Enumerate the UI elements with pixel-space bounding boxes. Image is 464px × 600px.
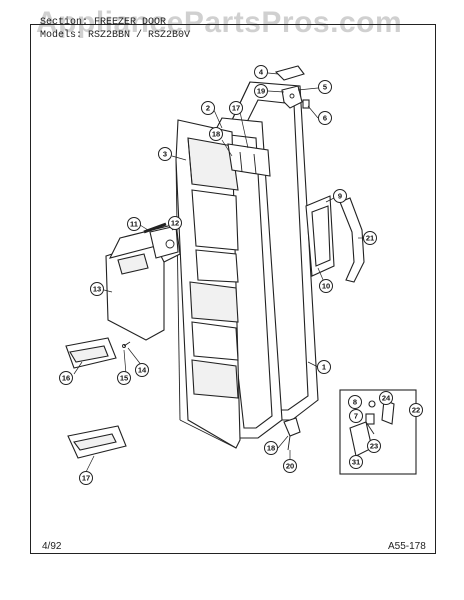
callout-21: 19: [254, 84, 268, 98]
svg-text:5: 5: [323, 83, 327, 92]
svg-text:3: 3: [163, 150, 167, 159]
svg-text:15: 15: [120, 374, 128, 383]
svg-text:22: 22: [412, 406, 420, 415]
svg-text:13: 13: [93, 285, 101, 294]
svg-text:8: 8: [353, 398, 357, 407]
svg-text:18: 18: [212, 130, 220, 139]
watermark: AppliancePartsPros.com: [36, 6, 403, 39]
callout-17-lower: 17: [79, 471, 93, 485]
callout-6: 6: [318, 111, 332, 125]
handle-trim-plate: [305, 195, 335, 277]
door-handle: [339, 197, 365, 283]
mounting-screw: [122, 341, 131, 348]
dispenser-rod: [143, 222, 167, 234]
svg-text:7: 7: [354, 412, 358, 421]
door-panel: [175, 119, 241, 449]
callout-14: 14: [135, 363, 149, 377]
callout-10: 10: [319, 279, 333, 293]
callout-12: 12: [168, 216, 182, 230]
hinge-plate: [281, 85, 303, 109]
callout-13: 13: [90, 282, 104, 296]
callout-9: 9: [333, 189, 347, 203]
callout-8: 8: [348, 395, 362, 409]
diagram-code: A55-178: [388, 541, 426, 552]
callout-31: 31: [349, 455, 363, 469]
svg-text:24: 24: [382, 394, 391, 403]
callout-17-upper: 17: [229, 101, 243, 115]
callout-15: 15: [117, 371, 131, 385]
svg-text:6: 6: [323, 114, 327, 123]
callout-22: 22: [409, 403, 423, 417]
lower-door-bin: [67, 425, 127, 459]
callout-2: 2: [201, 101, 215, 115]
callout-11: 11: [127, 217, 141, 231]
callout-7: 7: [349, 409, 363, 423]
door-bin: [65, 337, 117, 369]
diagram-frame: [30, 24, 436, 554]
callout-4: 4: [254, 65, 268, 79]
svg-text:16: 16: [62, 374, 70, 383]
svg-text:11: 11: [130, 220, 138, 229]
callout-18-lower: 18: [264, 441, 278, 455]
svg-text:1: 1: [322, 363, 326, 372]
svg-text:4: 4: [259, 68, 264, 77]
models-label: Models: RSZ2BBN / RSZ2B0V: [40, 30, 191, 41]
svg-text:2: 2: [206, 104, 210, 113]
svg-text:18: 18: [267, 444, 275, 453]
svg-text:19: 19: [257, 87, 265, 96]
dispenser-actuator: [149, 225, 179, 259]
callout-24: 24: [379, 391, 393, 405]
callout-20: 21: [363, 231, 377, 245]
svg-text:20: 20: [286, 462, 294, 471]
leader-lines: [73, 72, 364, 473]
section-label: Section: FREEZER DOOR: [40, 17, 167, 28]
callout-5: 5: [318, 80, 332, 94]
callout-1: 1: [317, 360, 331, 374]
callout-3: 3: [158, 147, 172, 161]
svg-text:10: 10: [322, 282, 330, 291]
svg-text:17: 17: [82, 474, 90, 483]
revision-date: 4/92: [42, 541, 62, 552]
svg-text:21: 21: [366, 234, 374, 243]
callout-19: 20: [283, 459, 297, 473]
callout-18-upper: 18: [209, 127, 223, 141]
hinge-bushing: [302, 99, 310, 109]
svg-text:31: 31: [352, 458, 360, 467]
svg-text:23: 23: [370, 442, 378, 451]
upper-door-pad: [227, 143, 271, 177]
svg-text:14: 14: [138, 366, 147, 375]
callout-23: 23: [367, 439, 381, 453]
svg-text:12: 12: [171, 219, 179, 228]
hinge-cover: [274, 65, 305, 81]
callout-16: 16: [59, 371, 73, 385]
svg-text:17: 17: [232, 104, 240, 113]
svg-text:9: 9: [338, 192, 342, 201]
lower-hinge: [283, 417, 301, 451]
